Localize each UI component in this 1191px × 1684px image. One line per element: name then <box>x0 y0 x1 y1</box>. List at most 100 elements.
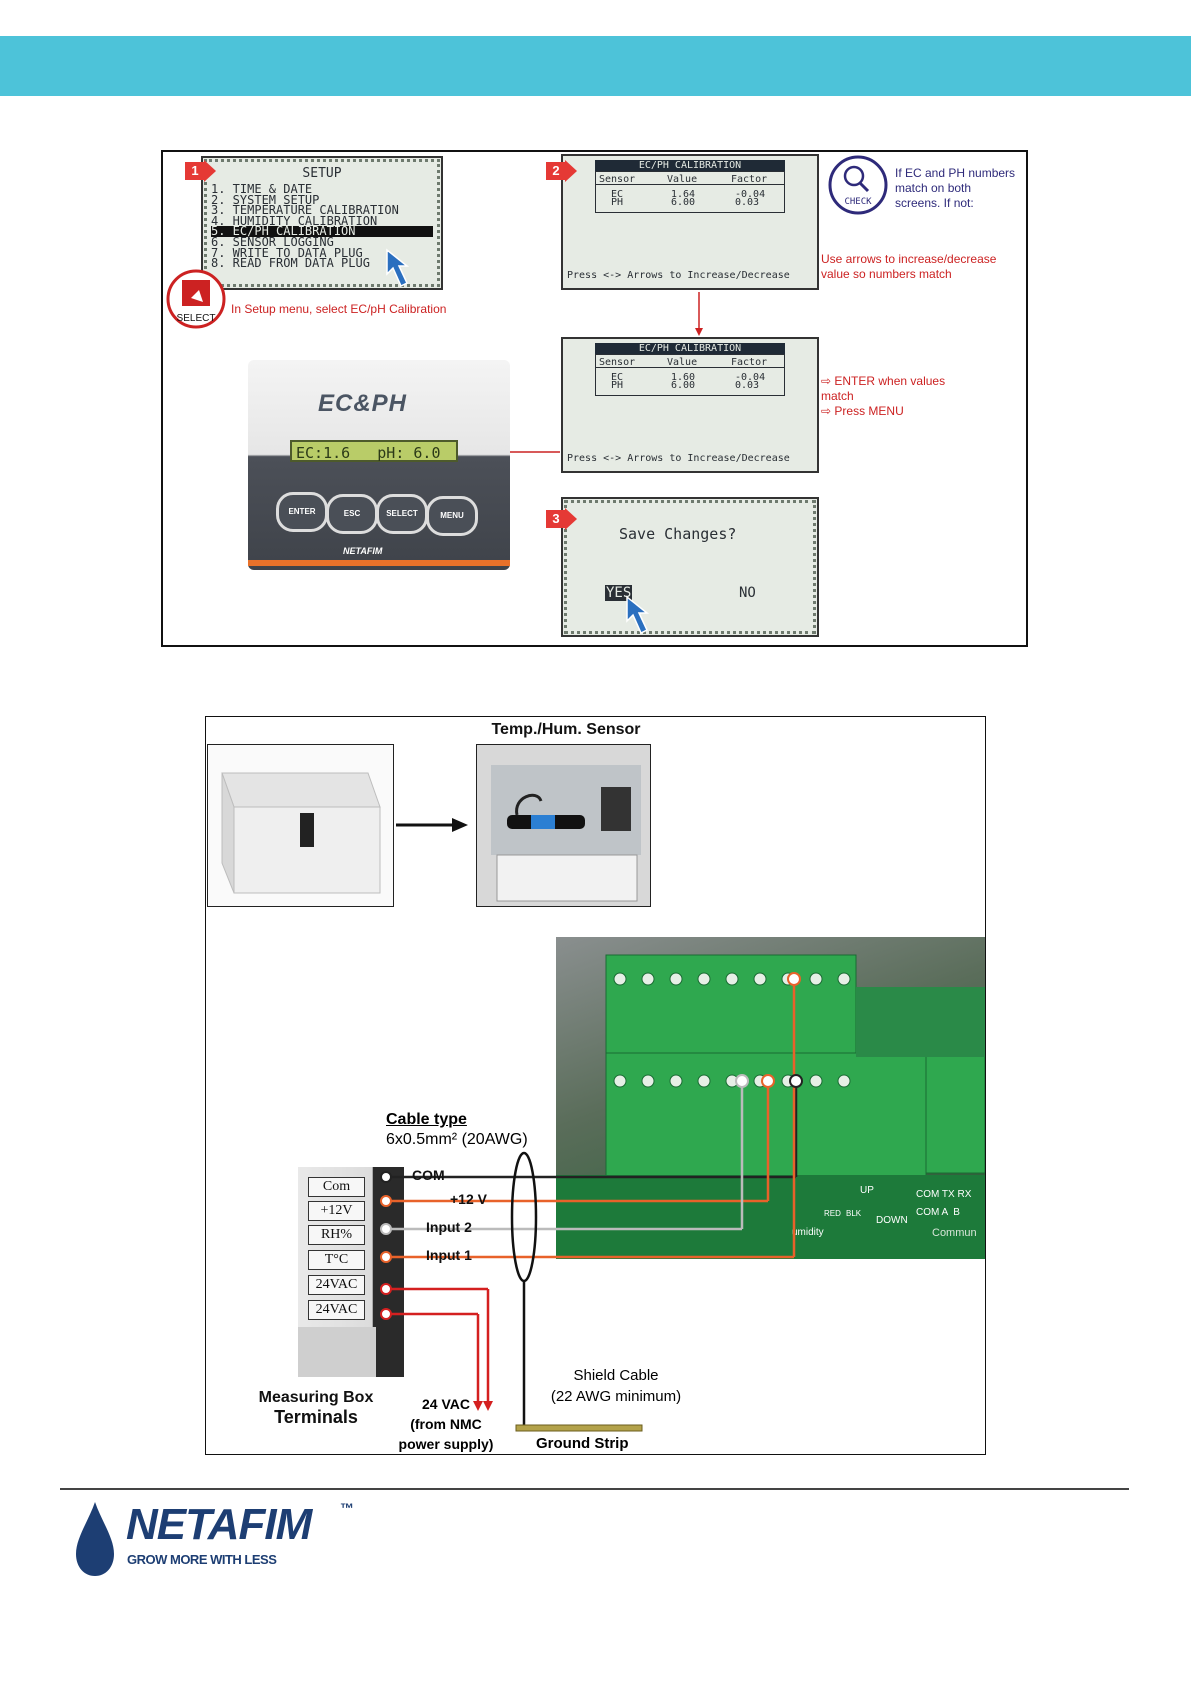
calibration-table-divider <box>595 367 785 368</box>
calibration-footer: Press <-> Arrows to Increase/Decrease <box>567 270 790 281</box>
wire-label-input-2: Input 2 <box>426 1219 472 1235</box>
header-band <box>0 36 1191 96</box>
step-1-marker: 1 <box>185 160 216 182</box>
select-instruction: In Setup menu, select EC/pH Calibration <box>231 302 447 316</box>
terminal-com: Com <box>308 1177 365 1197</box>
calibration-header: Factor <box>731 174 768 185</box>
calibration-cell: 6.00 <box>671 197 696 208</box>
save-yes-option[interactable]: YES <box>605 585 633 601</box>
footer-brand: NETAFIM <box>126 1500 312 1549</box>
svg-text:SELECT: SELECT <box>177 313 216 324</box>
setup-menu-item[interactable]: 3. TEMPERATURE CALIBRATION <box>211 203 399 218</box>
footer-rule <box>60 1488 1129 1490</box>
terminal-block-bottom <box>298 1327 376 1377</box>
device-enter-button[interactable]: ENTER <box>276 492 328 532</box>
cable-type-spec: 6x0.5mm² (20AWG) <box>386 1131 528 1148</box>
step-3-marker: 3 <box>546 508 577 530</box>
board-label-commun: Commun <box>932 1227 977 1239</box>
check-note: If EC and PH numbers match on both scree… <box>895 166 1016 210</box>
device-select-button[interactable]: SELECT <box>376 494 428 534</box>
board-label-com-a-b: COM A B <box>916 1207 960 1218</box>
step-2-marker: 2 <box>546 160 577 182</box>
device-brand: NETAFIM <box>343 546 383 556</box>
calibration-footer: Press <-> Arrows to Increase/Decrease <box>567 453 790 464</box>
terminal-24vac-2: 24VAC <box>308 1300 365 1320</box>
svg-text:CHECK: CHECK <box>844 197 872 207</box>
sensor-interior-photo <box>476 744 651 907</box>
setup-menu-item[interactable]: 6. SENSOR LOGGING <box>211 234 334 249</box>
sensor-box-photo <box>207 744 394 907</box>
board-label-red: RED <box>824 1209 841 1218</box>
right-arrow-icon <box>396 818 468 832</box>
footer-tagline: GROW MORE WITH LESS <box>127 1552 277 1567</box>
netafim-footer-logo: NETAFIM ™ GROW MORE WITH LESS <box>72 1500 372 1580</box>
setup-menu-item[interactable]: 4. HUMIDITY CALIBRATION <box>211 213 378 228</box>
save-prompt: Save Changes? <box>619 525 737 543</box>
terminal-12v: +12V <box>308 1201 365 1221</box>
select-button-icon: SELECT <box>166 269 226 329</box>
terminal-24vac-1: 24VAC <box>308 1275 365 1295</box>
ec-ph-controller-device: EC&PH EC:1.6 pH: 6.0 ENTER ESC SELECT ME… <box>248 360 510 570</box>
wire-label-12v: +12 V <box>450 1191 487 1207</box>
ground-strip-caption: Ground Strip <box>536 1435 629 1452</box>
setup-title: SETUP <box>302 166 342 181</box>
arrows-note: Use arrows to increase/decrease value so… <box>821 252 997 281</box>
calibration-cell: 0.03 <box>735 197 760 208</box>
shield-caption: Shield Cable (22 AWG minimum) <box>550 1367 682 1405</box>
water-drop-icon <box>76 1502 114 1576</box>
wire-label-com: COM <box>412 1167 445 1183</box>
calibration-cell: -0.04 <box>735 189 766 200</box>
calibration-cell: EC <box>611 372 624 383</box>
setup-menu-item[interactable]: 1. TIME & DATE <box>211 182 313 196</box>
check-magnifier-icon: CHECK <box>828 155 888 215</box>
setup-menu-item[interactable]: 5. EC/PH CALIBRATION <box>211 226 433 237</box>
calibration-cell: 1.60 <box>671 372 696 383</box>
calibration-cell: PH <box>611 380 624 391</box>
footer-trademark: ™ <box>340 1500 354 1516</box>
setup-menu-item[interactable]: 7. WRITE TO DATA PLUG <box>211 245 363 260</box>
board-label-com-tx-rx: COM TX RX <box>916 1189 972 1200</box>
sensor-box-illustration <box>221 772 381 894</box>
calibration-cell: 0.03 <box>735 380 760 391</box>
calibration-cell: 1.64 <box>671 189 696 200</box>
pointer-arrow-icon <box>626 595 650 635</box>
calibration-header: Factor <box>731 357 768 368</box>
calibration-header: Sensor <box>599 174 636 185</box>
device-esc-button[interactable]: ESC <box>326 494 378 534</box>
measuring-box-terminal-block: Com +12V RH% T°C 24VAC 24VAC <box>298 1167 404 1377</box>
board-label-up: UP <box>860 1185 874 1196</box>
terminal-tc: T°C <box>308 1250 365 1270</box>
vac-caption: 24 VAC (from NMC power supply) <box>398 1396 494 1452</box>
pointer-arrow-icon <box>386 248 410 288</box>
device-menu-button[interactable]: MENU <box>426 496 478 536</box>
calibration-header: Sensor <box>599 357 636 368</box>
setup-menu-item[interactable]: 2. SYSTEM SETUP <box>211 192 320 207</box>
device-orange-stripe <box>248 560 510 566</box>
calibration-table-divider <box>595 184 785 185</box>
calibration-header: Value <box>667 174 698 185</box>
cable-type-title: Cable type <box>386 1111 467 1128</box>
calibration-cell: PH <box>611 197 624 208</box>
save-no-option[interactable]: NO <box>739 585 756 601</box>
calibration-cell: 6.00 <box>671 380 696 391</box>
calibration-cell: -0.04 <box>735 372 766 383</box>
setup-menu-item[interactable]: 8. READ FROM DATA PLUG <box>211 256 370 271</box>
enter-note: ⇨ ENTER when values match ⇨ Press MENU <box>821 374 946 418</box>
calibration-title: EC/PH CALIBRATION <box>595 343 785 354</box>
save-changes-lcd-screen: Save Changes? YES NO <box>561 497 819 637</box>
calibration-table <box>595 354 785 396</box>
measuring-box-caption: Measuring Box Terminals <box>258 1389 374 1427</box>
sensor-title: Temp./Hum. Sensor <box>491 721 641 738</box>
board-label-humidity: umidity <box>792 1227 824 1238</box>
sensor-interior-illustration <box>491 765 641 902</box>
calibration-cell: EC <box>611 189 624 200</box>
terminal-rh: RH% <box>308 1225 365 1245</box>
calibration-table <box>595 171 785 213</box>
device-display: EC:1.6 pH: 6.0 <box>290 440 458 462</box>
board-label-down: DOWN <box>876 1215 908 1226</box>
